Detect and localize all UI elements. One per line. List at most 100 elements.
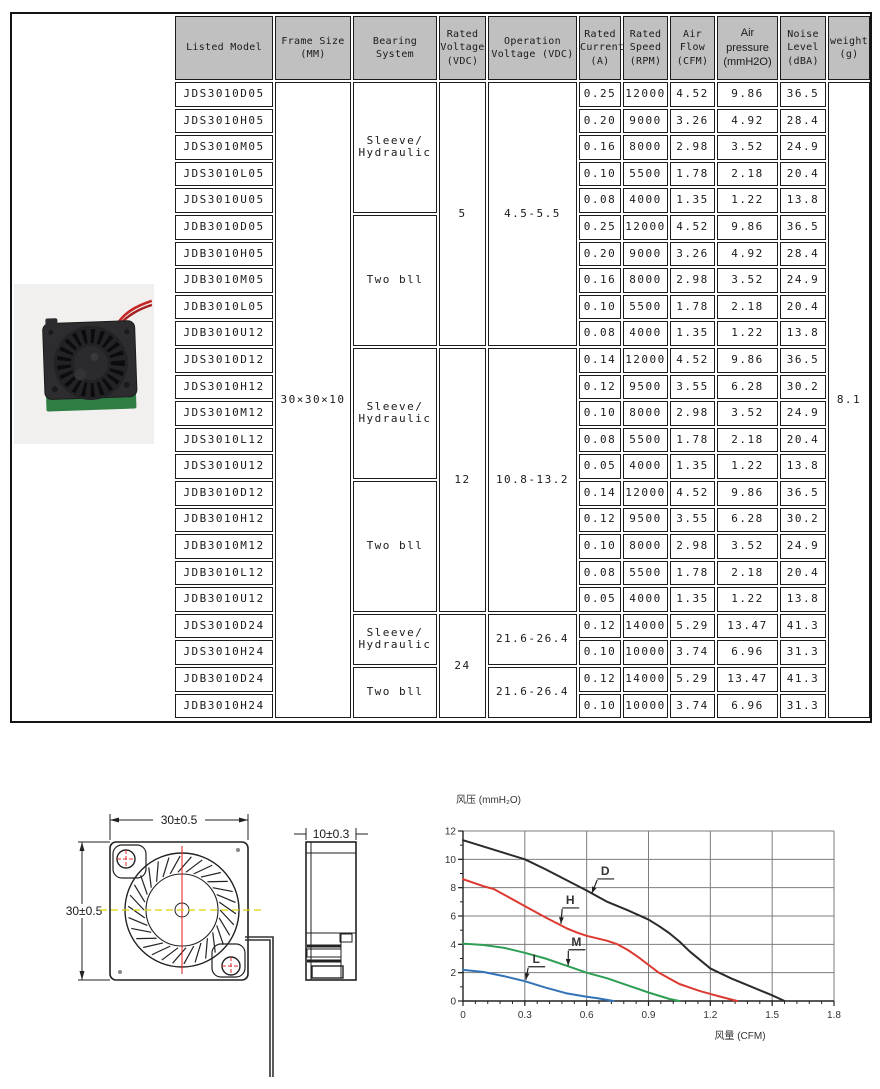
pressure-cell: 1.22	[717, 587, 778, 612]
pressure-cell: 6.28	[717, 374, 778, 400]
current-cell: 0.05	[579, 454, 621, 479]
bearing-cell: Sleeve/ Hydraulic	[353, 347, 437, 479]
operation-voltage-cell: 21.6-26.4	[488, 667, 577, 719]
model-cell: JDB3010H24	[175, 693, 273, 719]
rated-voltage-cell: 5	[439, 82, 486, 346]
speed-cell: 5500	[623, 560, 668, 586]
model-cell: JDB3010D24	[175, 667, 273, 692]
front-height-dimension: 30±0.5	[66, 904, 103, 918]
speed-cell: 9500	[623, 507, 668, 533]
speed-cell: 10000	[623, 693, 668, 719]
x-tick-label: 1.2	[703, 1010, 717, 1021]
noise-cell: 20.4	[780, 560, 826, 586]
lead-wire	[245, 936, 274, 1077]
speed-cell: 4000	[623, 188, 668, 213]
current-cell: 0.05	[579, 587, 621, 612]
model-cell: JDS3010L05	[175, 161, 273, 187]
x-tick-label: 0.3	[518, 1010, 532, 1021]
noise-cell: 28.4	[780, 241, 826, 267]
rated-voltage-cell: 12	[439, 347, 486, 612]
pressure-cell: 3.52	[717, 401, 778, 426]
airflow-cell: 4.52	[670, 214, 715, 240]
noise-cell: 36.5	[780, 347, 826, 373]
pressure-cell: 1.22	[717, 454, 778, 479]
airflow-cell: 1.78	[670, 560, 715, 586]
speed-cell: 12000	[623, 214, 668, 240]
curve-L	[462, 968, 615, 1002]
column-header: Air pressure (mmH2O)	[717, 16, 778, 80]
current-cell: 0.16	[579, 268, 621, 293]
weight-cell: 8.1	[828, 82, 870, 719]
pressure-cell: 2.18	[717, 161, 778, 187]
speed-cell: 12000	[623, 347, 668, 373]
pressure-cell: 13.47	[717, 667, 778, 692]
pressure-cell: 3.52	[717, 534, 778, 559]
model-cell: JDB3010D12	[175, 480, 273, 506]
current-cell: 0.10	[579, 401, 621, 426]
speed-cell: 10000	[623, 640, 668, 666]
model-cell: JDB3010H05	[175, 241, 273, 267]
model-cell: JDB3010D05	[175, 214, 273, 240]
model-cell: JDS3010U05	[175, 188, 273, 213]
pressure-cell: 2.18	[717, 427, 778, 453]
pressure-cell: 6.96	[717, 693, 778, 719]
pressure-cell: 3.52	[717, 268, 778, 293]
airflow-cell: 1.78	[670, 294, 715, 320]
x-tick-label: 0	[460, 1010, 466, 1021]
column-header: Noise Level (dBA)	[780, 16, 826, 80]
hole-crosshairs	[117, 850, 240, 975]
model-cell: JDB3010L05	[175, 294, 273, 320]
speed-cell: 5500	[623, 294, 668, 320]
curve-label-M: M	[571, 935, 581, 949]
curve-M	[462, 942, 681, 1002]
pressure-cell: 9.86	[717, 347, 778, 373]
speed-cell: 14000	[623, 667, 668, 692]
speed-cell: 12000	[623, 82, 668, 107]
model-cell: JDS3010D12	[175, 347, 273, 373]
pressure-cell: 9.86	[717, 214, 778, 240]
speed-cell: 8000	[623, 534, 668, 559]
bearing-cell: Sleeve/ Hydraulic	[353, 613, 437, 666]
noise-cell: 13.8	[780, 321, 826, 346]
model-cell: JDS3010D24	[175, 613, 273, 639]
front-width-dimension: 30±0.5	[161, 813, 198, 827]
pressure-cell: 9.86	[717, 480, 778, 506]
curve-label-H: H	[566, 893, 575, 907]
noise-cell: 41.3	[780, 667, 826, 692]
noise-cell: 13.8	[780, 188, 826, 213]
y-tick-label: 10	[445, 855, 457, 866]
speed-cell: 9000	[623, 108, 668, 134]
bearing-cell: Two bll	[353, 214, 437, 346]
current-cell: 0.20	[579, 108, 621, 134]
curve-label-D: D	[601, 864, 610, 878]
y-tick-label: 4	[450, 940, 456, 951]
airflow-cell: 3.55	[670, 374, 715, 400]
pressure-cell: 1.22	[717, 321, 778, 346]
x-tick-label: 0.6	[580, 1010, 594, 1021]
noise-cell: 24.9	[780, 401, 826, 426]
airflow-cell: 3.26	[670, 108, 715, 134]
noise-cell: 20.4	[780, 427, 826, 453]
current-cell: 0.16	[579, 135, 621, 160]
pressure-cell: 9.86	[717, 82, 778, 107]
airflow-cell: 3.74	[670, 640, 715, 666]
speed-cell: 5500	[623, 161, 668, 187]
x-tick-label: 0.9	[642, 1010, 656, 1021]
fan-product-photo	[14, 284, 154, 444]
current-cell: 0.14	[579, 480, 621, 506]
pressure-cell: 3.52	[717, 135, 778, 160]
y-tick-label: 8	[450, 883, 456, 894]
noise-cell: 24.9	[780, 534, 826, 559]
